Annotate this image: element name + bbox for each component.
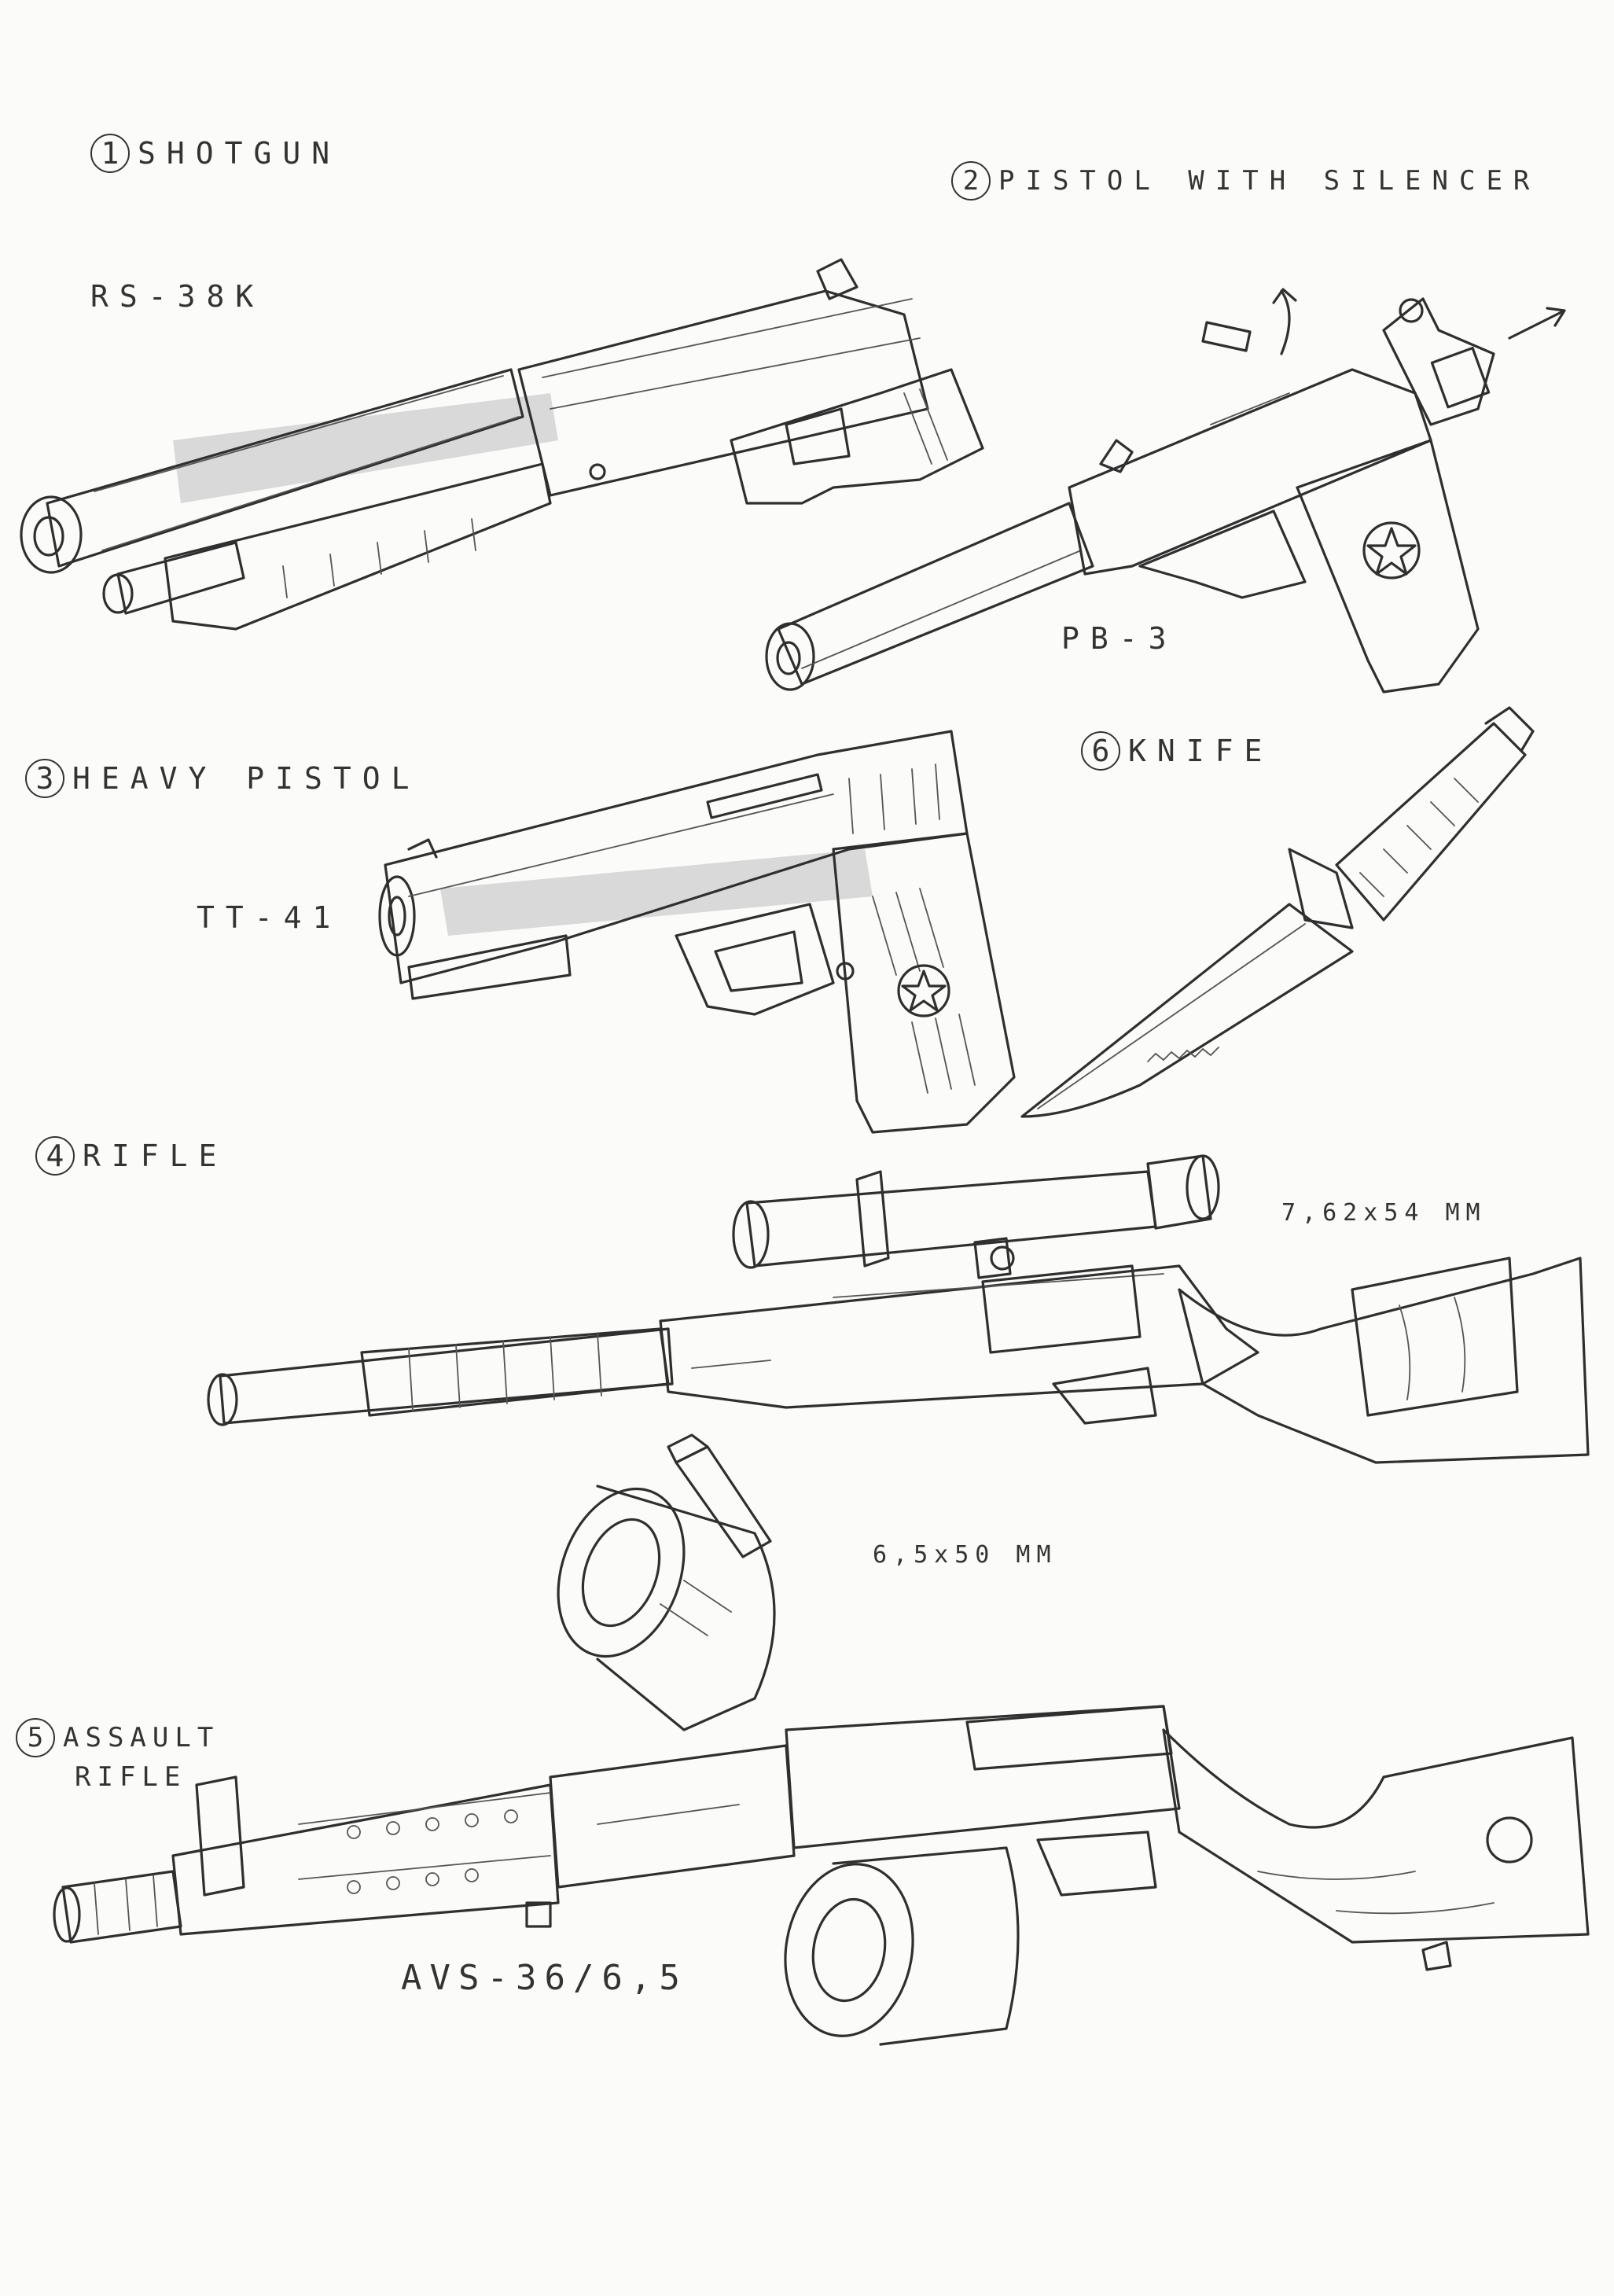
item1-number: 1 <box>90 134 130 173</box>
item4-caliber: 7,62x54 MM <box>1281 1199 1487 1227</box>
item6-number: 6 <box>1081 731 1120 771</box>
item2-title-text: PISTOL WITH SILENCER <box>998 165 1541 197</box>
item5-title-line2: RIFLE <box>75 1761 187 1793</box>
item5-title: 5 ASSAULT <box>16 1718 219 1757</box>
item3-model: TT-41 <box>197 900 342 935</box>
item3-title-text: HEAVY PISTOL <box>72 761 421 796</box>
item5-caliber: 6,5x50 MM <box>873 1541 1057 1569</box>
item2-number: 2 <box>951 161 991 201</box>
shotgun-drawing <box>20 258 984 631</box>
item6-title-text: KNIFE <box>1128 734 1274 768</box>
cartridge-drawing <box>667 1433 772 1558</box>
arrow-icon <box>1272 288 1566 355</box>
item4-number: 4 <box>35 1136 75 1176</box>
heavy-pistol-drawing <box>378 730 1016 1134</box>
sniper-rifle-drawing <box>207 1154 1590 1464</box>
item5-number: 5 <box>16 1718 55 1757</box>
item5-model: AVS-36/6,5 <box>401 1958 688 1998</box>
item1-title-text: SHOTGUN <box>138 136 341 171</box>
silenced-pistol-drawing <box>765 288 1566 694</box>
item5-title-line1: ASSAULT <box>63 1722 220 1753</box>
drum-magazine-drawing <box>557 1485 776 1731</box>
item2-model: PB-3 <box>1061 621 1178 656</box>
item4-title-text: RIFLE <box>83 1139 228 1173</box>
knife-drawing <box>1020 706 1535 1118</box>
item3-number: 3 <box>25 759 64 798</box>
item1-model: RS-38K <box>90 279 265 314</box>
assault-rifle-drawing <box>53 1705 1590 2046</box>
